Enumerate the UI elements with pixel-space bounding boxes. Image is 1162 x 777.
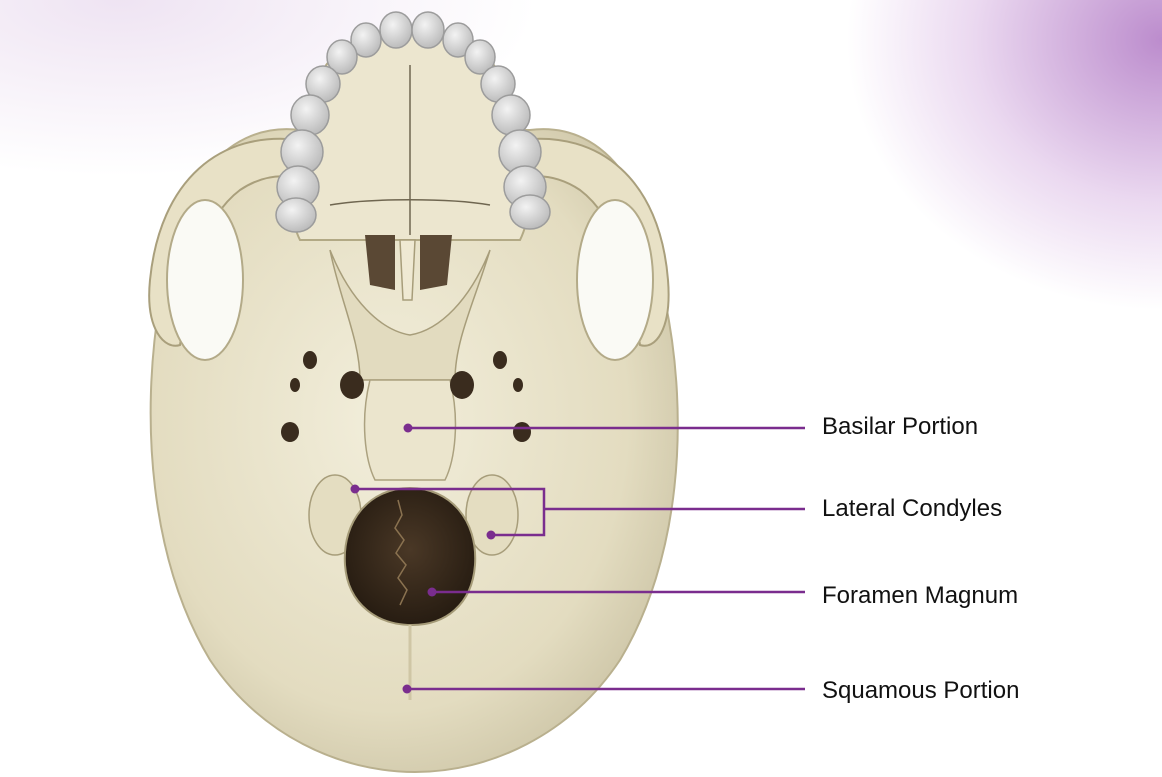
- transverse-palatine-suture: [329, 199, 491, 206]
- leader-lines: [355, 426, 805, 691]
- foramen-magnum: [343, 486, 477, 627]
- foramen-inner-suture: [394, 499, 408, 606]
- right-temporal-fossa: [576, 199, 654, 361]
- label-basilar-portion: Basilar Portion: [822, 413, 979, 440]
- dot-lateral-right: [486, 530, 496, 540]
- leader-lateral: [355, 487, 546, 537]
- upper-teeth: [275, 11, 551, 233]
- vomer: [399, 239, 416, 301]
- choanae: [365, 235, 395, 290]
- leader-dots: [350, 423, 496, 694]
- left-zygomatic-arch: [148, 137, 312, 347]
- label-lateral-condyles: Lateral Condyles: [822, 495, 1003, 522]
- sphenoid-body: [329, 249, 491, 381]
- label-foramen-magnum: Foramen Magnum: [822, 582, 1019, 609]
- right-zygomatic-arch: [508, 137, 670, 347]
- dot-lateral-left: [350, 484, 360, 494]
- dot-foramen: [427, 587, 437, 597]
- dot-basilar: [403, 423, 413, 433]
- label-squamous-portion: Squamous Portion: [822, 677, 1020, 704]
- left-temporal-fossa: [166, 199, 244, 361]
- choanae-right: [420, 235, 452, 290]
- dot-squamous: [402, 684, 412, 694]
